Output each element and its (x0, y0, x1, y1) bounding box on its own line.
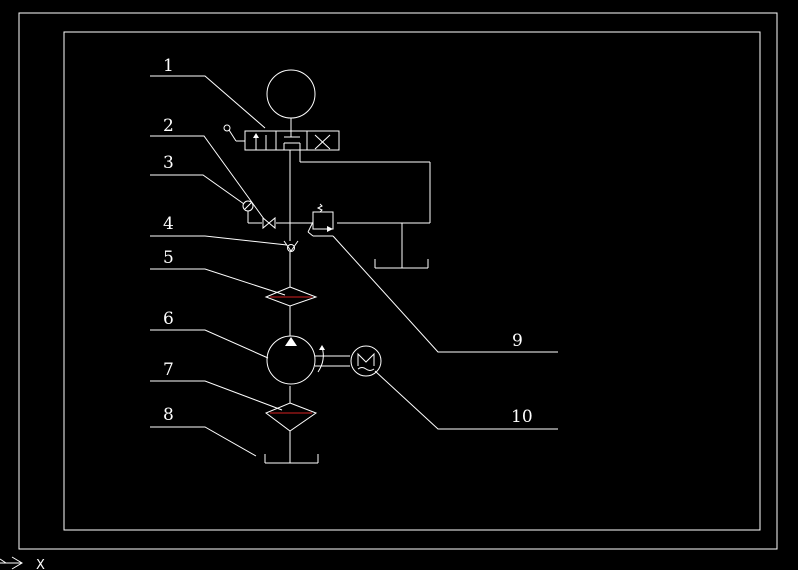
inner-frame (63, 31, 761, 531)
suction-filter (265, 402, 318, 432)
electric-motor (350, 345, 382, 377)
callout-3: 3 (163, 153, 174, 173)
callout-7: 7 (163, 360, 174, 380)
pressure-gauge (242, 200, 254, 212)
callout-8: 8 (163, 405, 174, 425)
return-tank (374, 259, 429, 269)
outer-frame (18, 12, 778, 550)
directional-valve (223, 69, 340, 151)
check-valve (283, 240, 299, 252)
return-line (299, 150, 431, 268)
relief-valve (307, 203, 334, 237)
ucs-axis-icon: X (0, 556, 45, 570)
shutoff-valve (262, 216, 276, 230)
callout-1: 1 (163, 56, 174, 76)
pressure-filter (264, 286, 318, 307)
callout-10: 10 (511, 407, 533, 427)
gauge-branch-line (247, 211, 313, 224)
leader-lines (150, 75, 558, 457)
callout-4: 4 (163, 214, 174, 234)
ucs-x-label: X (36, 558, 45, 570)
callout-5: 5 (163, 248, 174, 268)
callout-6: 6 (163, 309, 174, 329)
pump-shaft (315, 345, 350, 373)
callout-9: 9 (512, 331, 523, 351)
oil-tank (264, 454, 319, 464)
hydraulic-pump (266, 335, 316, 385)
callout-2: 2 (163, 116, 174, 136)
